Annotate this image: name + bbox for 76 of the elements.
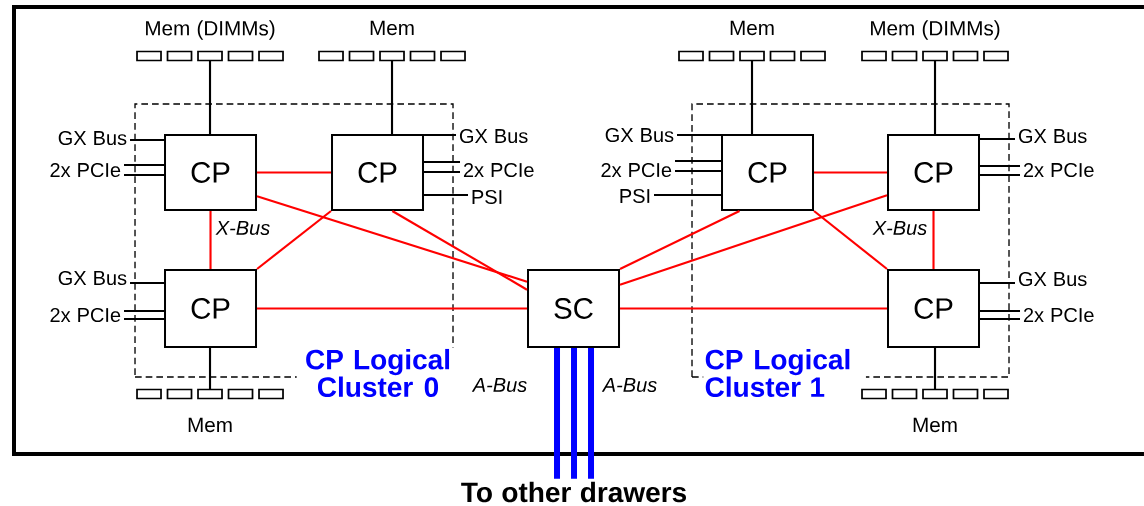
node-label: Cluster 0: [317, 376, 439, 398]
io-bus-line: [424, 160, 460, 164]
fabric-link: [257, 307, 527, 310]
chip-box: CP: [331, 134, 424, 211]
memory-module-row: Mem: [678, 20, 826, 62]
io-bus-line: [654, 193, 721, 197]
fabric-link: [932, 211, 935, 269]
bus-name-label: X-Bus: [872, 221, 927, 235]
node-label: Mem: [730, 20, 774, 36]
io-bus-line: [124, 173, 164, 177]
chip-box: CP: [721, 134, 814, 211]
bus-label: GX Bus: [58, 130, 127, 146]
io-bus-line: [980, 309, 1020, 313]
io-bus-line: [675, 169, 721, 173]
io-bus-line: [980, 281, 1015, 285]
memory-bus-line: [208, 348, 212, 390]
memory-module-row: Mem (DIMMs): [136, 20, 284, 62]
memory-bus-line: [390, 60, 394, 134]
memory-bus-line: [208, 60, 212, 134]
io-bus-line: [677, 133, 721, 137]
fabric-link: [814, 171, 887, 174]
io-bus-line: [130, 138, 164, 142]
fabric-link: [209, 211, 212, 269]
io-bus-line: [675, 159, 721, 163]
bus-label: 2x PCIe: [50, 307, 121, 323]
io-bus-line: [124, 317, 164, 321]
bus-label: 2x PCIe: [601, 162, 672, 178]
io-bus-line: [124, 309, 164, 313]
node-label: Mem (DIMMs): [146, 20, 275, 40]
memory-bus-line: [933, 60, 937, 134]
chip-box: CP: [887, 269, 980, 348]
bus-label: GX Bus: [459, 128, 528, 144]
io-bus-line: [980, 164, 1020, 168]
bus-label: GX Bus: [1018, 271, 1087, 287]
fabric-link: [256, 210, 332, 270]
node-label: Mem (DIMMs): [871, 20, 1000, 40]
fabric-link: [257, 171, 331, 174]
io-bus-line: [124, 163, 164, 167]
bus-label: 2x PCIe: [1023, 162, 1094, 178]
io-bus-line: [424, 170, 460, 174]
fabric-link: [620, 307, 887, 310]
bus-name-label: A-Bus: [601, 378, 657, 392]
fabric-link: [619, 194, 888, 286]
chip-box: CP: [164, 269, 257, 348]
chip-box: CP: [887, 134, 980, 211]
bus-label: GX Bus: [58, 270, 127, 286]
io-bus-line: [424, 133, 456, 137]
node-label: Mem: [188, 417, 232, 433]
bus-name-label: A-Bus: [471, 378, 527, 392]
io-bus-line: [980, 173, 1020, 177]
fabric-link: [813, 210, 888, 270]
fabric-link: [391, 210, 528, 291]
memory-bus-line: [933, 348, 937, 390]
memory-bus-line: [750, 60, 754, 134]
memory-module-row: Mem: [318, 20, 466, 62]
bus-label: PSI: [620, 188, 650, 204]
destination-label: To other drawers: [461, 481, 686, 503]
bus-label: 2x PCIe: [50, 162, 121, 178]
bus-label: 2x PCIe: [1023, 307, 1094, 323]
node-label: Mem: [913, 417, 957, 433]
io-bus-line: [130, 281, 164, 285]
fabric-link: [256, 195, 528, 283]
io-bus-line: [424, 193, 468, 197]
io-bus-line: [980, 317, 1020, 321]
node-label: Cluster 1: [705, 376, 825, 398]
node-label: Mem: [370, 20, 414, 36]
io-bus-line: [980, 137, 1015, 141]
fabric-link: [619, 210, 740, 270]
chip-box: CP: [164, 134, 257, 211]
bus-label: GX Bus: [605, 127, 674, 143]
bus-name-label: X-Bus: [215, 221, 270, 235]
chip-box: SC: [527, 269, 620, 348]
bus-label: PSI: [472, 189, 502, 205]
bus-label: 2x PCIe: [463, 162, 534, 178]
bus-label: GX Bus: [1018, 128, 1087, 144]
memory-module-row: Mem (DIMMs): [861, 20, 1009, 62]
